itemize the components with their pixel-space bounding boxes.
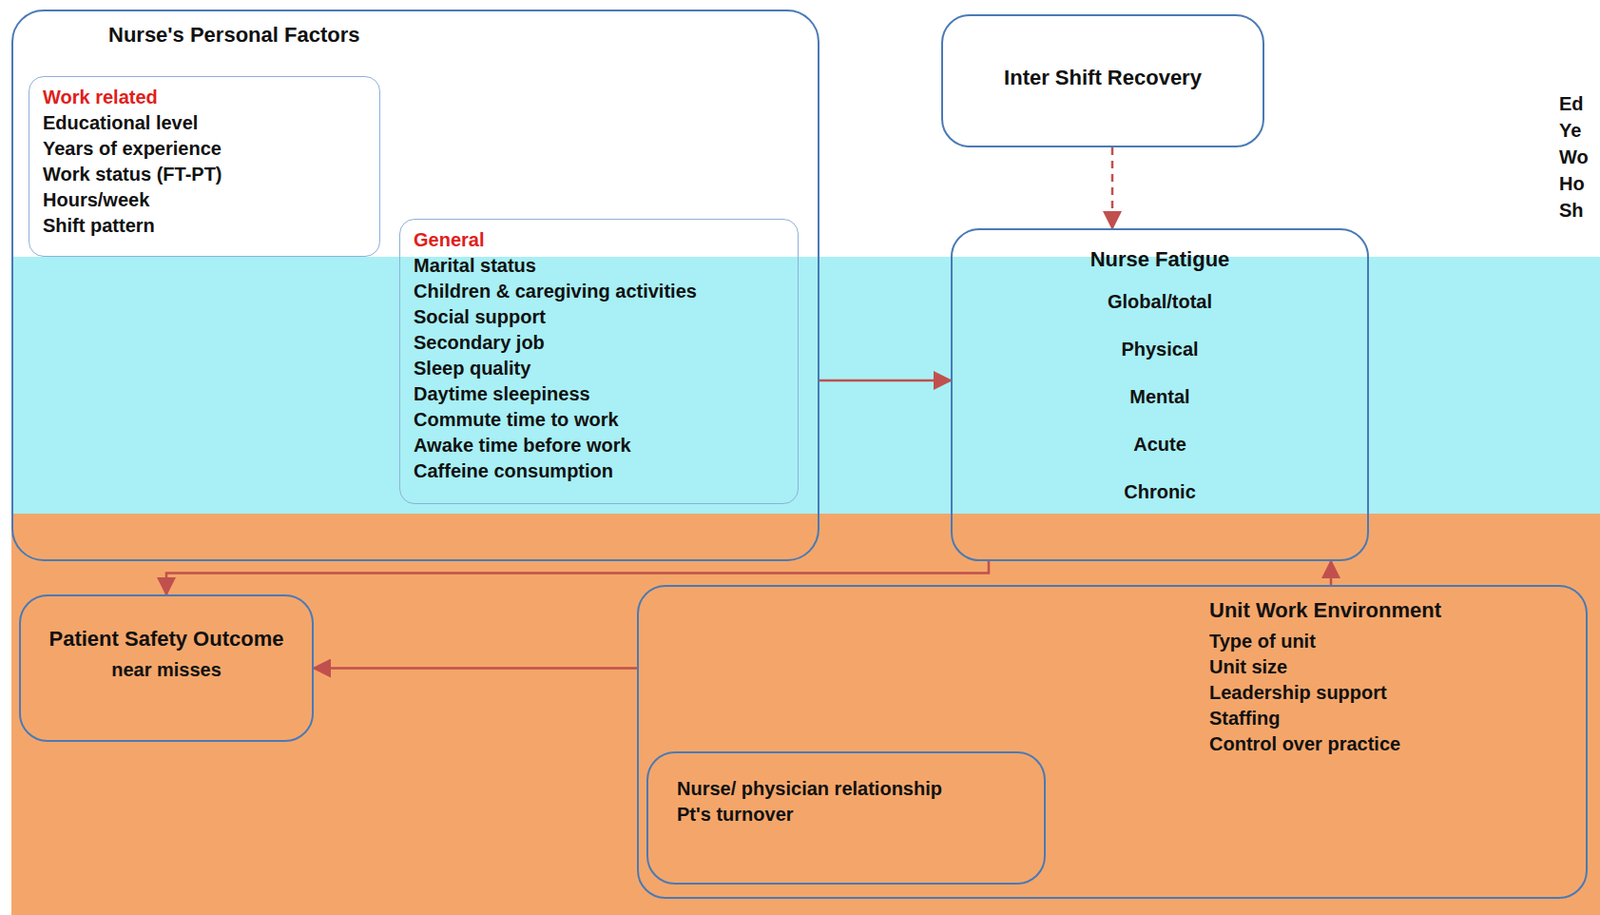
cut-off-label: Sh bbox=[1559, 197, 1584, 224]
factor-item: Type of unit bbox=[1209, 628, 1567, 655]
factor-item: Unit size bbox=[1209, 654, 1567, 680]
arrow-connector bbox=[1330, 560, 1333, 585]
factor-item: Shift pattern bbox=[42, 212, 367, 239]
unit-environment-box: Unit Work EnvironmentType of unitUnit si… bbox=[636, 584, 1588, 899]
factor-item: Educational level bbox=[42, 110, 367, 136]
factor-item: Social support bbox=[413, 304, 785, 330]
work-related-list: Work relatedEducational levelYears of ex… bbox=[28, 76, 381, 257]
box-heading: Work related bbox=[42, 84, 367, 111]
factor-item: Staffing bbox=[1209, 705, 1567, 732]
arrow-connector bbox=[1111, 147, 1115, 229]
factor-item: Awake time before work bbox=[413, 432, 785, 459]
box-heading: Unit Work Environment bbox=[1209, 596, 1567, 625]
box-heading: Inter Shift Recovery bbox=[958, 63, 1248, 93]
factor-item: Daytime sleepiness bbox=[413, 381, 785, 407]
factor-item: Hours/week bbox=[42, 187, 367, 213]
factor-item: Mental bbox=[975, 372, 1345, 421]
factor-item: near misses bbox=[36, 656, 297, 683]
factor-item: Work status (FT-PT) bbox=[42, 161, 367, 188]
cut-off-label: Wo bbox=[1559, 144, 1589, 171]
factor-item: Commute time to work bbox=[413, 406, 785, 433]
orange-band bbox=[11, 513, 1600, 915]
fatigue-box: Nurse FatigueGlobal/totalPhysicalMentalA… bbox=[950, 228, 1369, 561]
factor-item: Global/total bbox=[975, 277, 1345, 326]
cut-off-label: Ed bbox=[1559, 91, 1584, 117]
general-factors-list: GeneralMarital statusChildren & caregivi… bbox=[399, 218, 799, 504]
arrow-connector bbox=[313, 666, 637, 670]
factor-item: Nurse/ physician relationship bbox=[676, 775, 1016, 802]
box-heading: Nurse Fatigue bbox=[975, 245, 1345, 274]
arrow-connector bbox=[166, 560, 989, 595]
box-heading: General bbox=[413, 227, 785, 253]
factor-item: Chronic bbox=[975, 467, 1345, 516]
factor-item: Acute bbox=[975, 420, 1345, 468]
outcome-box: Patient Safety Outcomenear misses bbox=[19, 594, 314, 742]
cut-off-label: Ho bbox=[1559, 171, 1585, 197]
factor-item: Children & caregiving activities bbox=[413, 278, 785, 305]
factor-item: Marital status bbox=[413, 252, 785, 279]
cut-off-label: Ye bbox=[1559, 117, 1581, 144]
box-heading: Patient Safety Outcome bbox=[36, 624, 297, 654]
factor-item: Control over practice bbox=[1209, 731, 1567, 757]
factor-item: Years of experience bbox=[42, 135, 367, 162]
factor-item: Physical bbox=[975, 325, 1345, 373]
unit-relations-box: Nurse/ physician relationshipPt's turnov… bbox=[646, 751, 1046, 885]
factor-item: Secondary job bbox=[413, 329, 785, 356]
arrow-connector bbox=[819, 379, 951, 383]
factor-item: Caffeine consumption bbox=[413, 458, 785, 484]
box-heading: Nurse's Personal Factors bbox=[108, 20, 799, 50]
factor-item: Sleep quality bbox=[413, 355, 785, 382]
cyan-band bbox=[11, 256, 1600, 514]
factor-item: Leadership support bbox=[1209, 679, 1567, 706]
factor-item: Pt's turnover bbox=[676, 801, 1016, 828]
personal-factors-box: Nurse's Personal FactorsWork relatedEduc… bbox=[11, 9, 820, 561]
recovery-box: Inter Shift Recovery bbox=[941, 14, 1265, 148]
